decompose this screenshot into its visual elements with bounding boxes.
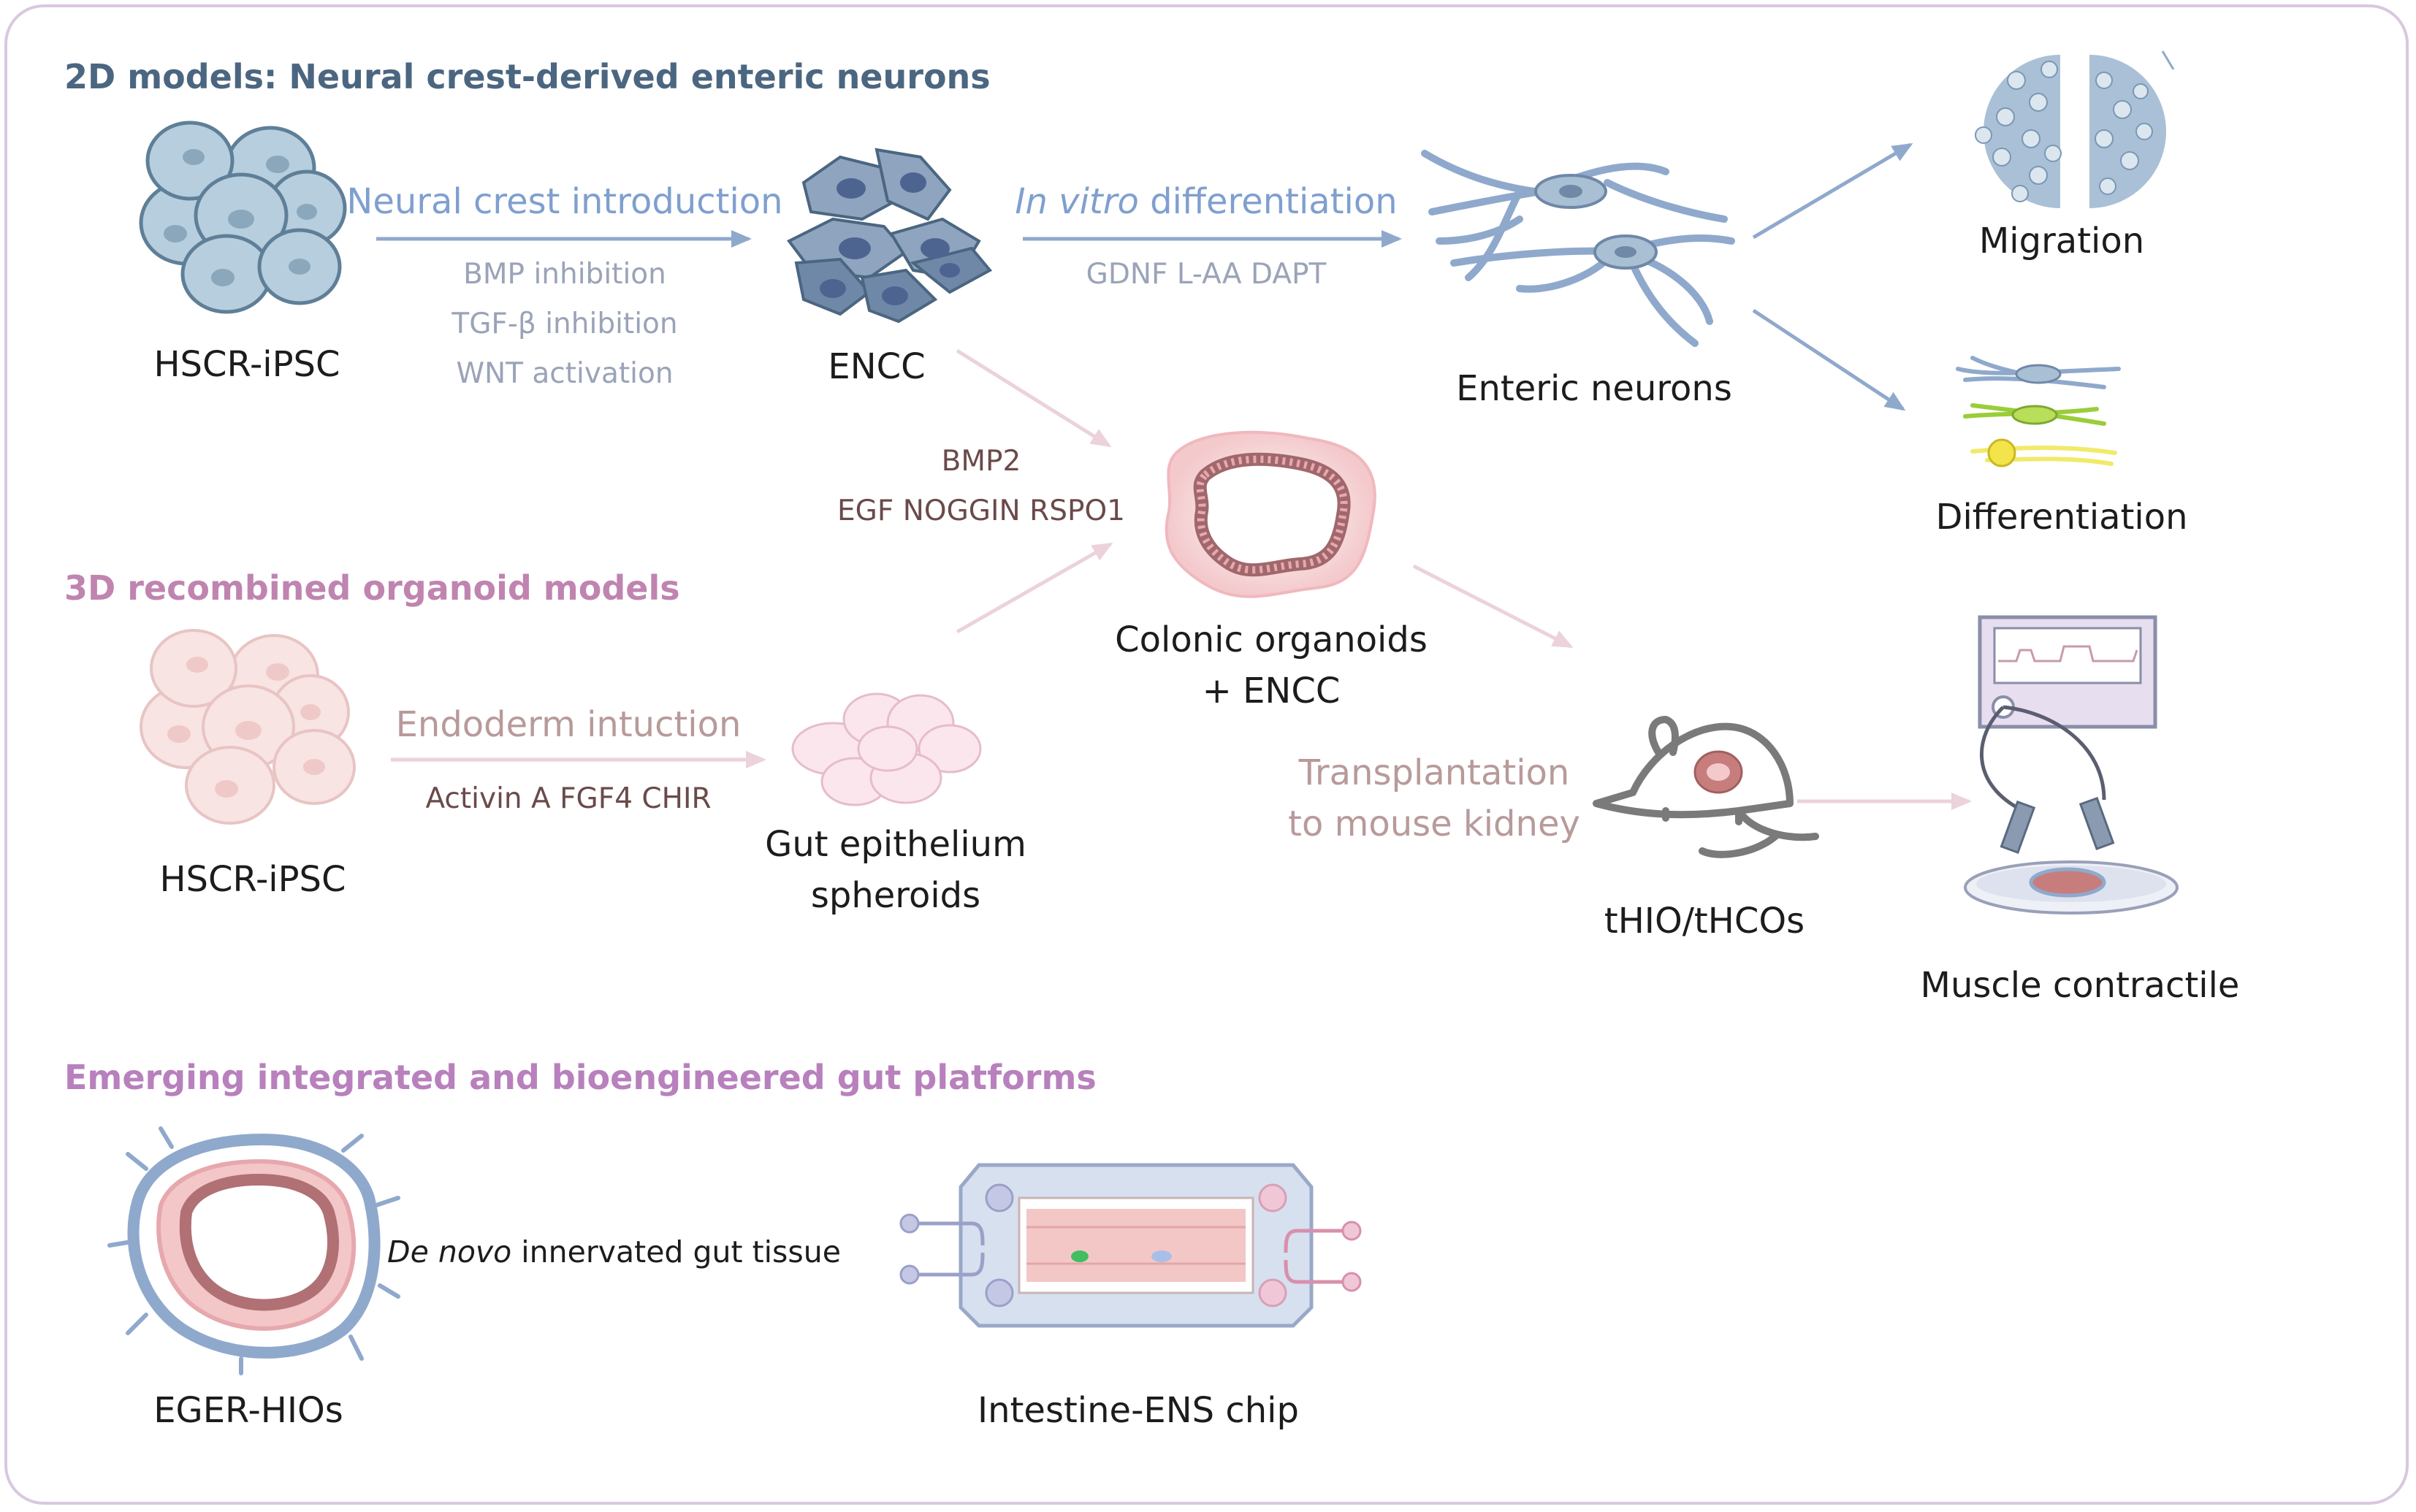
muscle-contractile-icon (1964, 615, 2179, 915)
arrow-spheroid-to-organoid (956, 542, 1113, 634)
reagent-egf-noggin-rspo1: EGF NOGGIN RSPO1 (837, 495, 1125, 527)
label-thio-thcos: tHIO/tHCOs (1604, 901, 1805, 942)
label-spheroids: spheroids (810, 875, 981, 916)
hscr-ipsc-pink-cells-icon (140, 629, 356, 825)
hscr-ipsc-blue-cells-icon (139, 121, 347, 314)
label-plus-encc: + ENCC (1202, 671, 1341, 711)
label-migration: Migration (1978, 221, 2145, 261)
migration-icon (1975, 50, 2175, 208)
eger-hio-icon (107, 1126, 400, 1375)
label-intestine-ens-chip: Intestine-ENS chip (978, 1390, 1299, 1431)
neuron-somas (1534, 174, 1658, 270)
label-hscr-ipsc-3d: HSCR-iPSC (159, 859, 346, 900)
label-muscle-contractile: Muscle contractile (1920, 965, 2240, 1006)
step-in-vitro-rest: differentiation (1138, 181, 1398, 222)
mouse-icon (1593, 716, 1819, 858)
figure-frame (4, 4, 2409, 1505)
reagent-wnt-activation: WNT activation (456, 357, 674, 390)
differentiation-icon (1956, 356, 2121, 467)
label-differentiation: Differentiation (1935, 497, 2188, 538)
reagent-gdnf-laa-dapt: GDNF L-AA DAPT (1086, 258, 1327, 291)
label-colonic-organoids: Colonic organoids (1115, 619, 1428, 660)
section-title-3d: 3D recombined organoid models (64, 568, 680, 608)
label-enteric-neurons: Enteric neurons (1456, 368, 1732, 409)
intestine-ens-chip-icon (899, 1163, 1362, 1328)
de-novo-rest: innervated gut tissue (511, 1234, 841, 1269)
arrow-encc-to-organoid (956, 348, 1112, 448)
colonic-organoid-icon (1165, 430, 1376, 598)
reagent-activin-fgf4-chir: Activin A FGF4 CHIR (425, 782, 712, 815)
step-neural-crest: Neural crest introduction (346, 181, 783, 222)
step-to-mouse-kidney: to mouse kidney (1288, 803, 1580, 844)
label-hscr-ipsc-2d: HSCR-iPSC (153, 344, 340, 385)
reagent-tgfb-inhibition: TGF-β inhibition (451, 308, 678, 340)
de-novo-italic: De novo (387, 1234, 512, 1269)
label-encc: ENCC (828, 346, 926, 387)
label-gut-epithelium: Gut epithelium (765, 824, 1026, 865)
step-in-vitro-italic: In vitro (1015, 181, 1139, 222)
label-eger-hios: EGER-HIOs (153, 1390, 343, 1431)
arrow-to-differentiation (1752, 308, 1906, 411)
arrow-to-migration (1752, 142, 1913, 240)
step-transplantation: Transplantation (1298, 752, 1570, 793)
step-endoderm-induction: Endoderm intuction (395, 704, 742, 745)
step-in-vitro-differentiation: In vitro differentiation (1015, 184, 1397, 219)
section-title-2d: 2D models: Neural crest-derived enteric … (64, 57, 991, 96)
reagent-bmp-inhibition: BMP inhibition (463, 258, 666, 291)
reagent-bmp2: BMP2 (941, 445, 1021, 478)
gut-spheroids-icon (791, 692, 982, 806)
encc-cells-icon (786, 148, 993, 324)
kidney-organoid-icon (1693, 750, 1743, 794)
label-de-novo-innervated: De novo innervated gut tissue (387, 1237, 841, 1267)
section-title-emerging: Emerging integrated and bioengineered gu… (64, 1058, 1097, 1097)
arrow-organoid-to-mouse (1412, 564, 1574, 649)
